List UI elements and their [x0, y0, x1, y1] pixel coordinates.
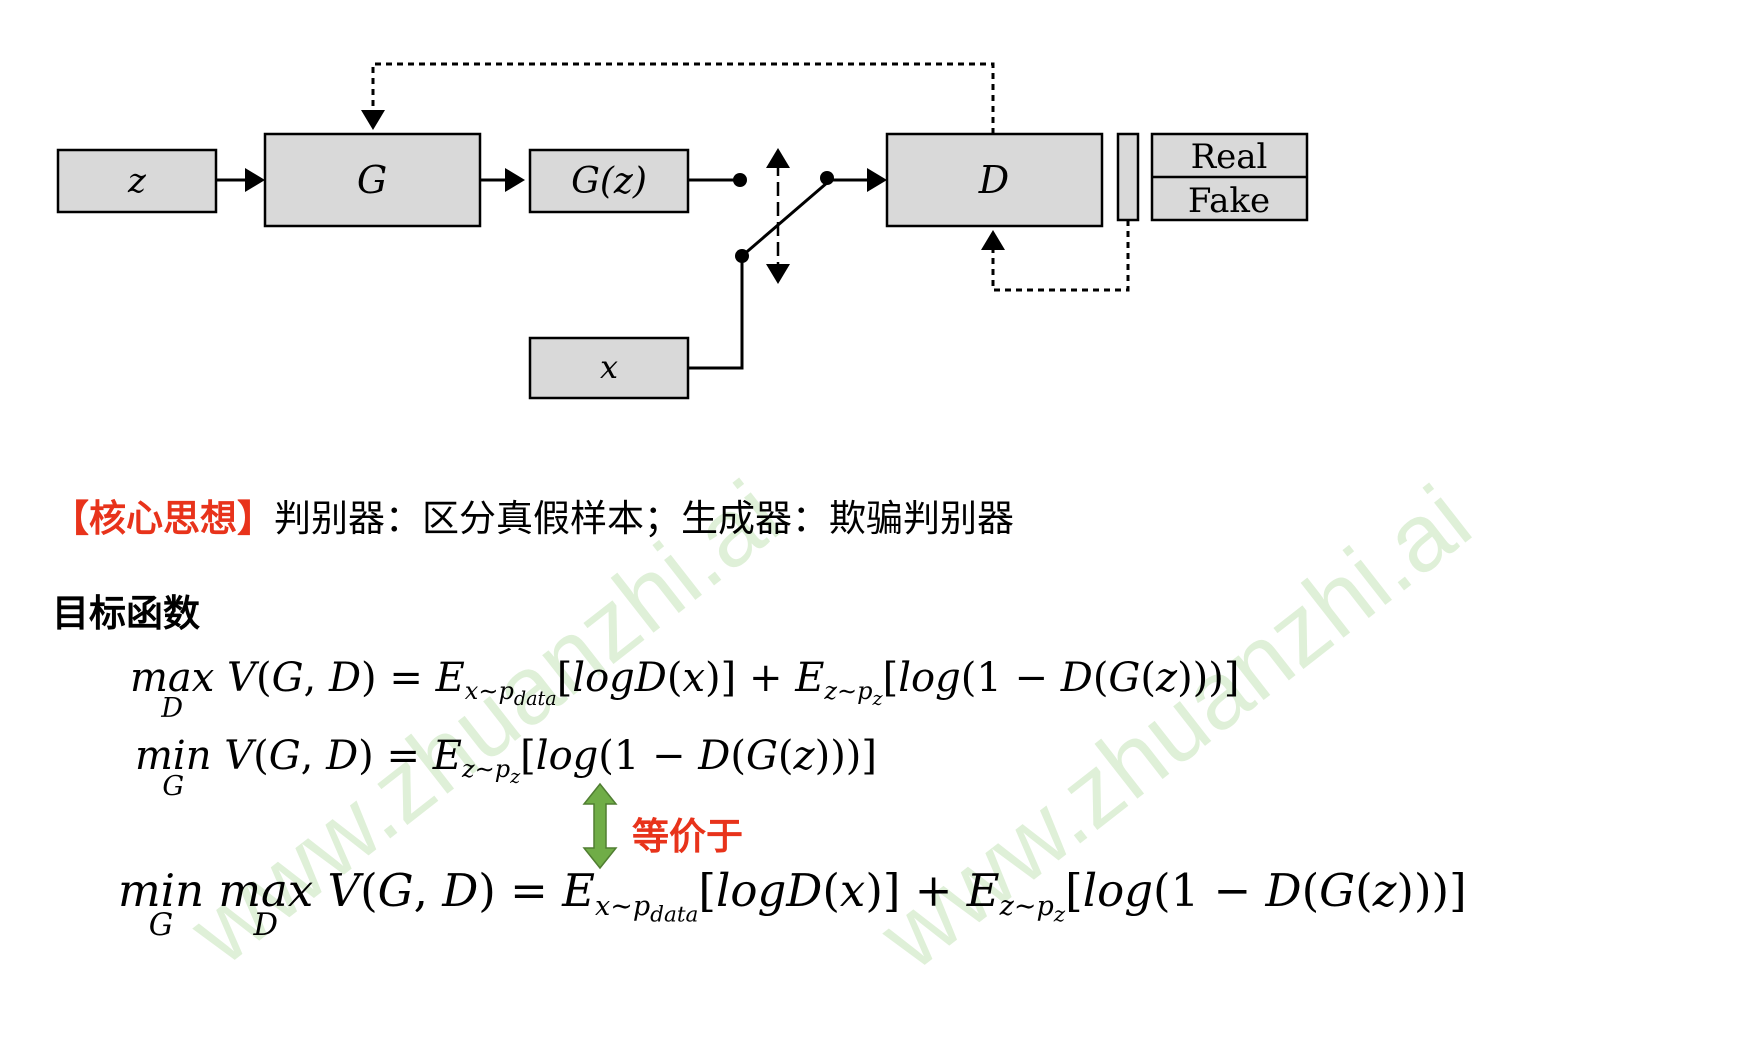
core-idea-text: 判别器：区分真假样本；生成器：欺骗判别器	[274, 497, 1014, 540]
gan-diagram: z G G(z) x D	[56, 62, 1309, 400]
switch-contact-top	[733, 173, 747, 187]
discriminator-label: D	[978, 158, 1009, 202]
feedback-to-generator	[361, 62, 995, 134]
z-label: z	[127, 161, 147, 201]
fake-label: Fake	[1188, 181, 1270, 221]
generator-box: G	[263, 132, 482, 228]
real-fake-output: Real Fake	[1150, 132, 1309, 222]
switch-lever	[741, 180, 829, 258]
switch-contact-out	[820, 171, 834, 185]
equivalence-label: 等价于	[632, 815, 743, 858]
arrowhead-g-to-gz	[505, 168, 525, 192]
x-label: x	[600, 348, 618, 386]
switch-toggle-arrows	[766, 148, 790, 284]
z-input-box: z	[56, 148, 218, 214]
objective-title: 目标函数	[52, 592, 200, 635]
core-idea-line: 【核心思想】判别器：区分真假样本；生成器：欺骗判别器	[52, 488, 1014, 542]
generator-label: G	[357, 158, 387, 202]
arrowhead-z-to-g	[245, 168, 265, 192]
arrowhead-to-d	[867, 168, 887, 192]
core-idea-tag: 【核心思想】	[52, 497, 274, 540]
gz-label: G(z)	[571, 161, 647, 202]
feedback-to-discriminator	[981, 220, 1130, 292]
gz-sample-box: G(z)	[528, 148, 690, 214]
output-bar	[1116, 132, 1140, 222]
real-label: Real	[1191, 137, 1268, 177]
double-arrow-icon	[582, 782, 618, 870]
x-input-box: x	[528, 336, 690, 400]
discriminator-box: D	[885, 132, 1104, 228]
